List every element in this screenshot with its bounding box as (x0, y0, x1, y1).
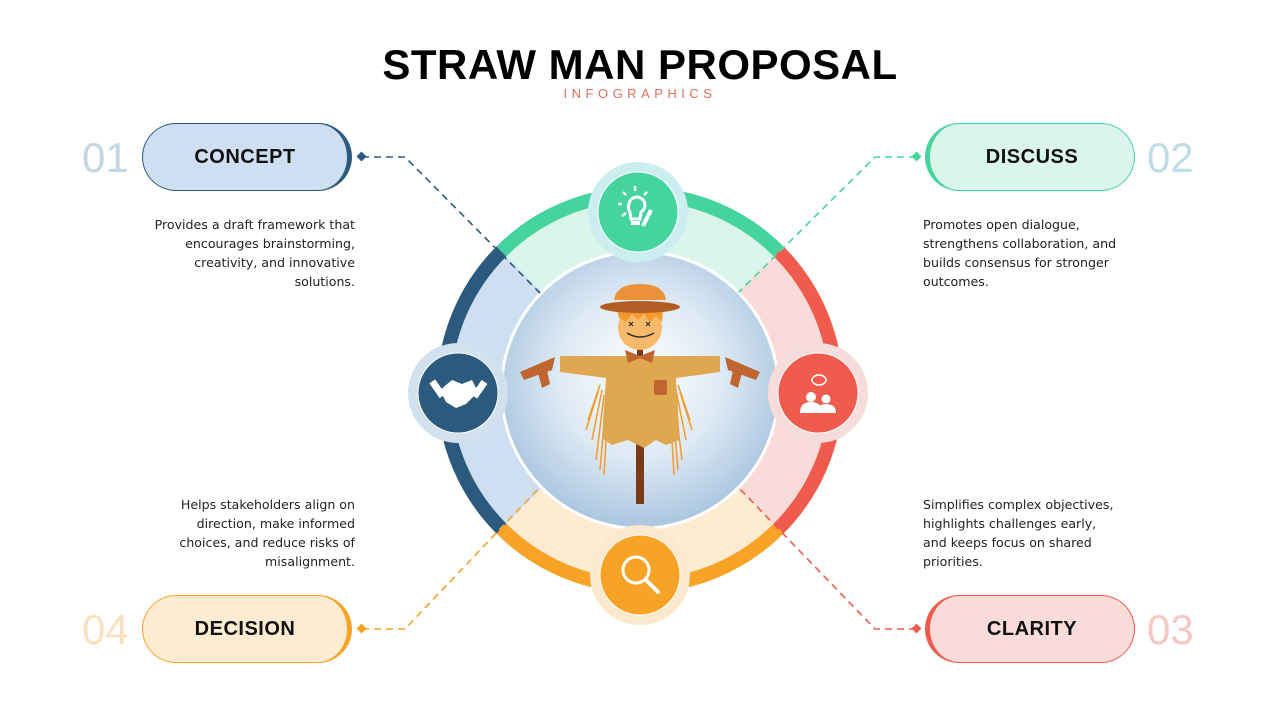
magnifier-icon (621, 555, 660, 594)
page-subtitle: INFOGRAPHICS (563, 86, 717, 101)
connectors (362, 156, 916, 630)
step-number-04: 04 (82, 606, 129, 653)
decision-description: Helps stakeholders align on direction, m… (179, 497, 355, 569)
concept-description: Provides a draft framework that encourag… (154, 217, 355, 289)
clarity-description: Simplifies complex objectives, highlight… (923, 497, 1114, 569)
step-number-02: 02 (1147, 134, 1194, 181)
decision-pill: DECISION (142, 595, 352, 663)
handshake-icon (429, 379, 488, 408)
scarecrow-illustration (520, 284, 760, 504)
badge-clarity (768, 343, 868, 443)
discuss-description: Promotes open dialogue, strengthens coll… (923, 217, 1117, 289)
discuss-pill: DISCUSS (925, 123, 1135, 191)
lightbulb-pencil-icon (618, 186, 653, 227)
step-number-03: 03 (1147, 606, 1194, 653)
badge-discuss (588, 162, 688, 262)
badge-decision (590, 525, 690, 625)
connector-dots (356, 151, 922, 634)
concept-pill: CONCEPT (142, 123, 352, 191)
people-chat-icon (800, 374, 836, 413)
badge-concept (408, 343, 508, 443)
step-number-01: 01 (82, 134, 129, 181)
page-title: STRAW MAN PROPOSAL (382, 41, 898, 88)
clarity-pill: CLARITY (925, 595, 1135, 663)
